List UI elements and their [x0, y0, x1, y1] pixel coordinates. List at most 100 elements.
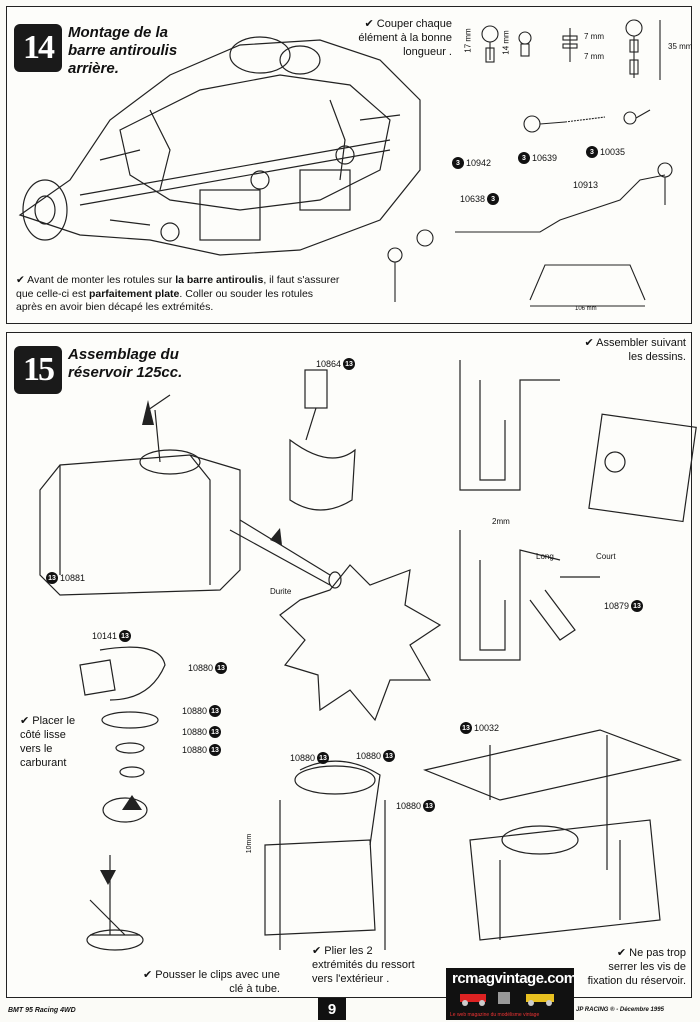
part-10639: 3 10639 [518, 152, 557, 164]
cut-note-line3: longueur . [403, 46, 452, 58]
part-ref: 10864 [316, 359, 342, 369]
logo-subtitle: Le web magazine du modélisme vintage [450, 1012, 540, 1018]
part-10880-a: 10880 13 [188, 662, 228, 674]
page-number: 9 [318, 998, 346, 1020]
assemble-note-line1: ✔ Assembler suivant [584, 337, 686, 349]
part-10880-g: 10880 13 [396, 800, 436, 812]
dim-10mm: 10mm [246, 833, 254, 854]
part-10880-e: 10880 13 [290, 752, 330, 764]
part-10880-f: 10880 13 [356, 750, 396, 762]
place-note-line4: carburant [20, 757, 67, 769]
part-ref: 10639 [532, 153, 558, 163]
part-10638: 10638 3 [460, 193, 500, 205]
part-badge: 13 [383, 750, 396, 762]
part-ref: 10881 [60, 573, 86, 583]
part-10879: 10879 13 [604, 600, 644, 612]
part-ref: 10141 [92, 631, 118, 641]
part-10913: 10913 [573, 180, 598, 190]
cut-note-line1: ✔ Couper chaque [364, 18, 453, 30]
part-ref: 10638 [460, 194, 486, 204]
antiroll-note-text2: , il faut s'assurer que celle-ci est [16, 274, 340, 300]
part-10032: 13 10032 [460, 722, 499, 734]
push-note-line1: ✔ Pousser le clips avec une [142, 969, 280, 981]
court-label: Court [596, 552, 616, 561]
dim-7mm-a: 7 mm [584, 32, 604, 41]
footer-right: JP RACING ® - Décembre 1995 [576, 1007, 664, 1013]
part-10880-d: 10880 13 [182, 744, 222, 756]
bend-note-line2: extrémités du ressort [312, 959, 415, 971]
step-14-title-line3: arrière. [68, 60, 119, 77]
part-badge: 3 [518, 152, 530, 164]
step-14-title: Montage de la barre antiroulis arrière. [68, 24, 177, 78]
step-14-panel [6, 6, 692, 324]
assemble-note: ✔ Assembler suivant les dessins. [568, 336, 686, 364]
logo-text: rcmagvintage.com [452, 970, 577, 987]
step-15-title: Assemblage du réservoir 125cc. [68, 346, 182, 382]
tight-note: ✔ Ne pas trop serrer les vis de fixation… [574, 946, 686, 988]
footer-left: BMT 95 Racing 4WD [8, 1007, 76, 1014]
part-10864: 10864 13 [316, 358, 356, 370]
step-15-number: 15 [14, 346, 62, 394]
dim-35mm: 35 mm [668, 42, 693, 51]
part-ref: 10880 [396, 801, 422, 811]
step-14-chassis-drawing [18, 19, 673, 307]
part-10942: 3 10942 [452, 157, 491, 169]
part-10880-b: 10880 13 [182, 705, 222, 717]
step-15-panel [6, 332, 692, 998]
part-ref: 10913 [573, 180, 599, 190]
part-badge: 13 [423, 800, 436, 812]
place-note-line1: ✔ Placer le [20, 715, 76, 727]
push-note: ✔ Pousser le clips avec une clé à tube. [120, 968, 280, 996]
part-ref: 10879 [604, 601, 630, 611]
place-note-line2: côté lisse [20, 729, 66, 741]
antiroll-note-text3: . Coller ou souder les rotules après en … [16, 287, 314, 314]
push-note-line2: clé à tube. [229, 983, 280, 995]
part-badge: 13 [215, 662, 228, 674]
part-ref: 10880 [182, 745, 208, 755]
rcmagvintage-logo[interactable]: rcmagvintage.com Le web magazine du modé… [446, 968, 577, 1020]
step-15-title-line1: Assemblage du [68, 346, 179, 363]
antiroll-note-text1: ✔ Avant de monter les rotules sur [16, 274, 176, 286]
part-badge: 13 [460, 722, 472, 734]
part-ref: 10880 [356, 751, 382, 761]
part-10035: 3 10035 [586, 146, 625, 158]
place-note: ✔ Placer le côté lisse vers le carburant [20, 714, 100, 770]
step-14-title-line1: Montage de la [68, 24, 169, 41]
part-10141: 10141 13 [92, 630, 132, 642]
part-ref: 10942 [466, 158, 492, 168]
step-14-number: 14 [14, 24, 62, 72]
tight-note-line2: serrer les vis de [608, 961, 686, 973]
part-ref: 10880 [182, 727, 208, 737]
bend-note-line1: ✔ Plier les 2 [312, 945, 373, 957]
part-ref: 10032 [474, 723, 500, 733]
part-badge: 13 [343, 358, 356, 370]
part-10880-c: 10880 13 [182, 726, 222, 738]
place-note-line3: vers le [20, 743, 53, 755]
dim-2mm: 2mm [492, 517, 510, 526]
bend-note-line3: vers l'extérieur . [312, 973, 390, 985]
part-badge: 13 [631, 600, 644, 612]
tight-note-line3: fixation du réservoir. [587, 975, 686, 987]
part-ref: 10035 [600, 147, 626, 157]
antiroll-note-bold2: parfaitement plate [88, 287, 180, 300]
antiroll-note-bold1: la barre antiroulis [175, 274, 264, 286]
part-badge: 3 [487, 193, 500, 205]
dim-7mm-b: 7 mm [584, 52, 604, 61]
part-badge: 3 [452, 157, 464, 169]
logo-cars-icon [460, 992, 554, 1006]
part-badge: 13 [209, 705, 222, 717]
part-ref: 10880 [182, 706, 208, 716]
step-15-title-line2: réservoir 125cc. [68, 364, 183, 381]
bend-note: ✔ Plier les 2 extrémités du ressort vers… [312, 944, 442, 986]
cut-note-line2: élément à la bonne [358, 32, 452, 44]
part-badge: 13 [209, 744, 222, 756]
long-label: Long [536, 552, 554, 561]
part-badge: 13 [119, 630, 132, 642]
part-badge: 13 [317, 752, 330, 764]
part-ref: 10880 [188, 663, 214, 673]
dim-106mm: 106 mm [575, 306, 597, 312]
part-ref: 10880 [290, 753, 316, 763]
durite-label: Durite [270, 587, 292, 596]
part-badge: 13 [46, 572, 58, 584]
